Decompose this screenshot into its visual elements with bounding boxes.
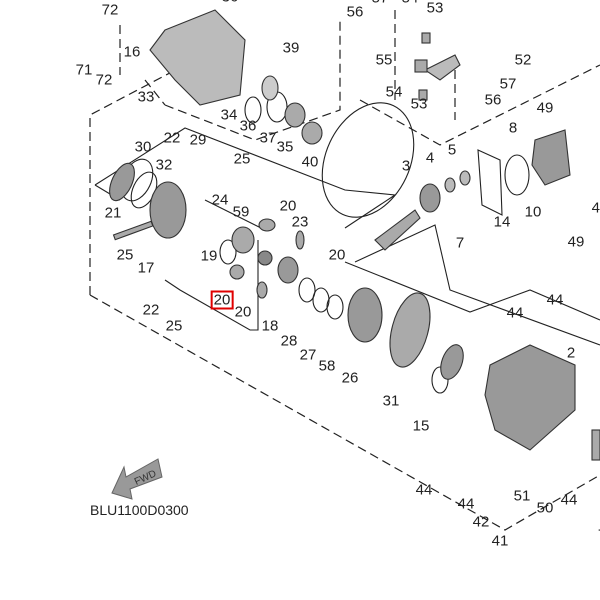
yoke-52 <box>423 54 461 81</box>
part-label[interactable]: 72 <box>101 1 119 19</box>
dashed-group-outline <box>359 64 600 146</box>
part-label[interactable]: 3 <box>401 157 411 175</box>
part-label[interactable]: 5 <box>447 141 457 159</box>
gasket-40 <box>321 102 415 218</box>
diff-case-17 <box>149 181 187 239</box>
part-label[interactable]: 49 <box>536 99 554 117</box>
bearing-35 <box>301 121 323 145</box>
part-label[interactable]: 20 <box>279 197 297 215</box>
part-label[interactable]: 41 <box>491 532 509 550</box>
part-label[interactable]: 18 <box>261 317 279 335</box>
dashed-group-outline <box>394 10 456 120</box>
part-label[interactable]: 50 <box>536 499 554 517</box>
bearing-37 <box>284 102 306 128</box>
part-label[interactable]: 52 <box>514 51 532 69</box>
part-label[interactable]: 56 <box>484 91 502 109</box>
part-label[interactable]: 22 <box>163 129 181 147</box>
part-label[interactable]: 25 <box>165 317 183 335</box>
forward-arrow-icon: FWD <box>110 455 165 505</box>
part-label[interactable]: 25 <box>233 150 251 168</box>
part-label[interactable]: 36 <box>222 0 239 5</box>
part-label[interactable]: 53 <box>410 95 428 113</box>
part-label[interactable]: 24 <box>211 191 229 209</box>
part-label[interactable]: 16 <box>123 43 141 61</box>
part-label[interactable]: 57 <box>499 75 517 93</box>
part-label[interactable]: 44 <box>457 495 475 513</box>
part-label[interactable]: 34 <box>220 106 238 124</box>
part-label[interactable]: 44 <box>506 304 524 322</box>
cross-joint-55 <box>414 59 428 73</box>
part-label[interactable]: 57 <box>372 0 389 6</box>
group-outline <box>354 224 600 346</box>
part-label[interactable]: 14 <box>493 213 511 231</box>
part-label[interactable]: 49 <box>591 199 600 217</box>
group-outline <box>164 199 266 331</box>
part-label[interactable]: 20 <box>234 303 252 321</box>
diff-gear-26 <box>347 287 383 343</box>
part-label[interactable]: 54 <box>402 0 419 6</box>
part-label[interactable]: 36 <box>239 117 257 135</box>
part-label[interactable]: 44 <box>415 481 433 499</box>
part-label[interactable]: 44 <box>560 491 578 509</box>
pinion-gear <box>374 209 421 251</box>
part-label[interactable]: 53 <box>426 0 444 17</box>
bearing-3 <box>419 183 441 213</box>
housing-2 <box>484 344 576 451</box>
part-label[interactable]: 54 <box>385 83 403 101</box>
part-label[interactable]: 25 <box>116 246 134 264</box>
part-label[interactable]: 15 <box>412 417 430 435</box>
part-label[interactable]: 44 <box>546 291 564 309</box>
part-label[interactable]: 17 <box>137 259 155 277</box>
part-label[interactable]: 8 <box>508 119 518 137</box>
part-label[interactable]: 7 <box>598 528 600 543</box>
part-label[interactable]: 20 <box>328 246 346 264</box>
part-label[interactable]: 10 <box>524 203 542 221</box>
part-label[interactable]: 22 <box>142 301 160 319</box>
part-label[interactable]: 19 <box>200 247 218 265</box>
part-label[interactable]: 23 <box>291 213 309 231</box>
part-label[interactable]: 33 <box>137 88 155 106</box>
gear-19 <box>231 226 255 254</box>
part-label[interactable]: 56 <box>346 3 364 21</box>
selected-part-label[interactable]: 20 <box>210 290 234 310</box>
part-label[interactable]: 21 <box>104 204 122 222</box>
oil-seal-30 <box>109 162 135 202</box>
housing-cover-33 <box>149 9 246 106</box>
pin-21 <box>112 220 154 241</box>
washer-18 <box>277 256 299 284</box>
group-outline <box>94 127 397 229</box>
part-label[interactable]: 55 <box>375 51 393 69</box>
part-label[interactable]: 58 <box>318 357 336 375</box>
part-label[interactable]: 59 <box>232 203 250 221</box>
bearing-housing-8 <box>531 129 571 186</box>
part-label[interactable]: 7 <box>455 234 465 252</box>
part-label[interactable]: 49 <box>567 233 585 251</box>
part-label[interactable]: 35 <box>276 138 294 156</box>
dashed-group-outline <box>89 64 186 295</box>
part-label[interactable]: 51 <box>513 487 531 505</box>
part-label[interactable]: 26 <box>341 369 359 387</box>
diagram-code: BLU1100D0300 <box>90 502 189 518</box>
part-label[interactable]: 28 <box>280 332 298 350</box>
part-label[interactable]: 29 <box>189 131 207 149</box>
part-label[interactable]: 31 <box>382 392 400 410</box>
oil-seal-15 <box>440 344 464 380</box>
part-label[interactable]: 2 <box>566 344 576 362</box>
part-label[interactable]: 71 <box>75 61 93 79</box>
part-label[interactable]: 40 <box>301 153 319 171</box>
dashed-group-outline <box>119 25 166 106</box>
dashed-group-outline <box>89 294 600 531</box>
part-label[interactable]: 39 <box>282 39 300 57</box>
part-label[interactable]: 37 <box>259 129 277 147</box>
gasket-14 <box>477 149 503 216</box>
ring-gear <box>389 292 431 368</box>
part-label[interactable]: 30 <box>134 138 152 156</box>
part-label[interactable]: 42 <box>472 513 490 531</box>
part-label[interactable]: 4 <box>425 149 435 167</box>
part-label[interactable]: 72 <box>95 71 113 89</box>
part-label[interactable]: 27 <box>299 346 317 364</box>
part-label[interactable]: 32 <box>155 156 173 174</box>
